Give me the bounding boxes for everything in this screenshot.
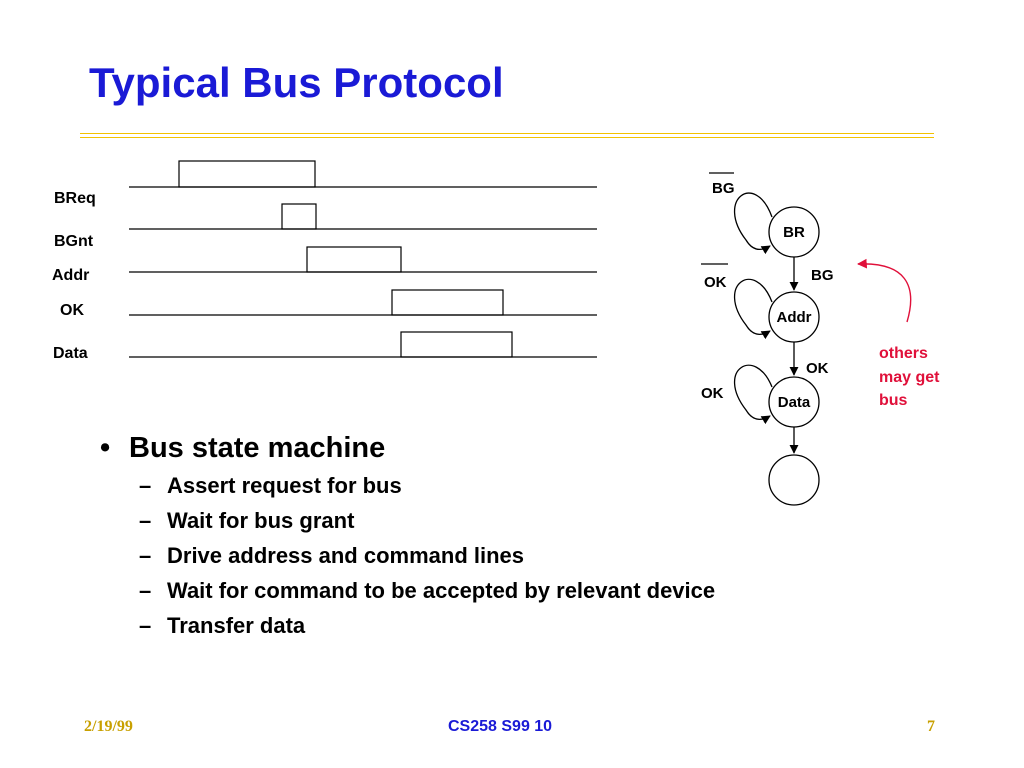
sub-bullet-text: Drive address and command lines — [167, 543, 525, 568]
sub-bullet-item: –Transfer data — [139, 613, 306, 638]
sub-bullet-text: Transfer data — [167, 613, 306, 638]
loop-label-ok-data: OK — [701, 385, 724, 402]
loop-label-bg: BG — [712, 180, 735, 197]
state-label-br: BR — [783, 224, 805, 241]
pulse-bgnt — [281, 203, 317, 230]
transition-label-ok: OK — [806, 360, 829, 377]
slide-title: Typical Bus Protocol — [89, 59, 504, 106]
note-line-3: bus — [879, 392, 908, 409]
pulse-ok — [391, 289, 504, 316]
bullet-list: • Bus state machine –Assert request for … — [100, 432, 715, 648]
state-label-addr: Addr — [777, 309, 812, 326]
bullet-main: • Bus state machine –Assert request for … — [100, 432, 715, 648]
note-arrow — [857, 258, 912, 323]
title-underline — [80, 133, 934, 134]
sub-bullet-item: –Assert request for bus — [139, 473, 402, 498]
state-machine: BR Addr Data BG OK OK BG OK others may g… — [701, 172, 940, 506]
sub-bullet-item: –Wait for bus grant — [139, 508, 355, 533]
transition-label-bg: BG — [811, 267, 834, 284]
sub-bullet-text: Assert request for bus — [167, 473, 402, 498]
bullet-dot: • — [100, 432, 111, 464]
sub-bullet-item: –Wait for command to be accepted by rele… — [139, 578, 716, 603]
pulse-data — [400, 331, 513, 358]
sub-bullet-list: –Assert request for bus –Wait for bus gr… — [139, 473, 715, 648]
state-label-data: Data — [778, 394, 811, 411]
self-loop-addr — [734, 278, 773, 340]
footer-course: CS258 S99 10 — [448, 718, 553, 735]
footer-date: 2/19/99 — [84, 718, 133, 735]
signal-label-addr: Addr — [52, 267, 89, 284]
signal-label-ok: OK — [60, 302, 84, 319]
sub-bullet-text: Wait for bus grant — [167, 508, 355, 533]
self-loop-br — [734, 192, 773, 255]
bullet-main-text: Bus state machine — [129, 432, 386, 464]
loop-label-ok-addr: OK — [704, 274, 727, 291]
pulse-breq — [178, 160, 316, 188]
sub-bullet-item: –Drive address and command lines — [139, 543, 525, 568]
note-line-1: others — [879, 345, 928, 362]
pulse-addr — [306, 246, 402, 273]
title-underline-2 — [80, 137, 934, 138]
self-loop-data — [733, 364, 773, 425]
sub-bullet-text: Wait for command to be accepted by relev… — [167, 578, 716, 603]
footer-page-number: 7 — [927, 718, 935, 735]
note-line-2: may get — [879, 369, 940, 386]
signal-label-breq: BReq — [54, 190, 96, 207]
timing-diagram: BReq BGnt Addr OK Data — [52, 160, 597, 362]
signal-label-data: Data — [53, 345, 88, 362]
state-final — [768, 454, 820, 506]
signal-label-bgnt: BGnt — [54, 233, 94, 250]
